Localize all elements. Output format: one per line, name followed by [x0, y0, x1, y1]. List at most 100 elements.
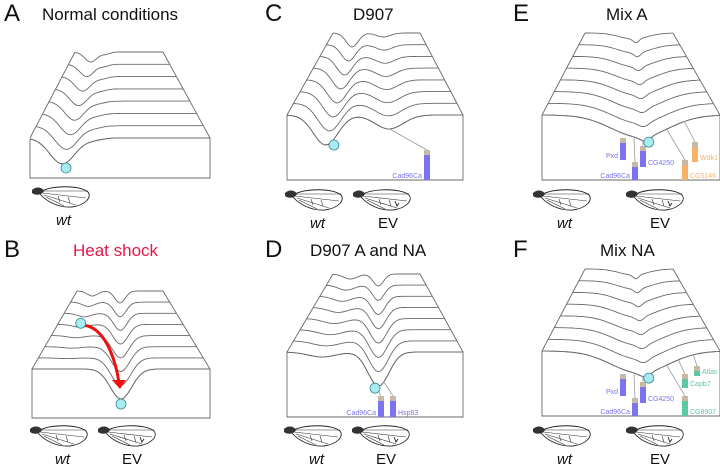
fly-body	[98, 426, 110, 434]
extra-vein	[393, 436, 399, 443]
landscape-contour	[77, 290, 163, 304]
fly-label-ev: EV	[378, 215, 399, 232]
extra-vein	[667, 200, 673, 207]
fly-label-wt: wt	[557, 451, 572, 468]
wing-outline	[291, 425, 342, 447]
gene-peg-cap	[692, 142, 698, 147]
landscape-contour	[566, 303, 694, 322]
wing-veins	[635, 193, 682, 210]
gene-string	[666, 364, 686, 397]
crossveins	[55, 434, 69, 443]
fly-wing-wt	[533, 425, 591, 447]
gene-string	[383, 381, 394, 397]
landscape-right-edge	[419, 32, 464, 116]
wing-veins	[362, 193, 409, 210]
gene-bar	[620, 143, 626, 160]
gene-string	[633, 372, 636, 399]
wing-outline	[540, 189, 591, 211]
fly-wing-wt	[285, 189, 343, 211]
ball-state	[643, 136, 655, 148]
ball-state	[328, 139, 340, 151]
landscape-contour	[319, 55, 433, 76]
landscape-contour	[68, 63, 170, 78]
wing-outline	[105, 425, 156, 447]
panel-letter: D	[265, 236, 283, 263]
landscape-contour	[51, 335, 190, 359]
landscape-contour	[572, 292, 687, 308]
landscape-contour	[36, 125, 204, 150]
gene-bar	[640, 387, 646, 403]
wing-outline	[359, 425, 410, 447]
landscape-contour	[332, 32, 420, 48]
landscape-contour	[326, 284, 427, 301]
fly-label-ev: EV	[122, 451, 143, 468]
fly-label-wt: wt	[55, 451, 70, 468]
arrow-head-icon	[112, 380, 126, 389]
gene-label: Hsp83	[398, 410, 418, 417]
landscape-contour	[542, 350, 720, 377]
landscape-right-edge	[672, 32, 720, 116]
landscape-contour	[74, 51, 163, 63]
fly-label-ev: EV	[650, 215, 671, 232]
landscape-contour	[286, 114, 463, 146]
landscape-contour	[542, 114, 720, 141]
landscape-contour	[293, 102, 457, 132]
extra-vein	[139, 436, 145, 443]
fly-body	[285, 190, 297, 198]
landscape-contour	[578, 44, 680, 58]
wing-veins	[293, 429, 340, 446]
gene-string	[678, 359, 686, 375]
landscape-contour	[554, 327, 707, 350]
epigenetic-landscape: Cad96Ca	[285, 32, 464, 211]
gene-peg-cap	[682, 374, 688, 379]
wing-outline	[540, 425, 591, 447]
wing-veins	[107, 429, 154, 446]
crossveins	[651, 434, 665, 443]
fly-body	[626, 426, 638, 434]
landscape-contour	[548, 102, 714, 128]
panel-title: D907 A and NA	[310, 241, 427, 260]
gene-peg-cap	[640, 146, 646, 151]
landscape-left-edge	[29, 51, 76, 139]
gene-bar	[390, 401, 396, 417]
gene-peg-cap	[620, 374, 626, 379]
panel-letter: B	[4, 236, 21, 263]
crossveins	[309, 434, 323, 443]
fly-wing-ev	[98, 425, 156, 447]
panel-title: Mix NA	[600, 241, 655, 260]
transition-arrow	[84, 323, 121, 384]
landscape-contour	[578, 280, 680, 294]
fly-body	[284, 426, 296, 434]
landscape-contour	[55, 88, 184, 107]
landscape-contour	[313, 306, 439, 330]
fly-body	[353, 190, 365, 198]
ball-initial	[75, 317, 87, 329]
wing-veins	[542, 193, 589, 210]
panel-letter: A	[4, 0, 21, 27]
crossveins	[123, 434, 137, 443]
landscape-contour	[300, 329, 451, 358]
landscape-front-face	[31, 368, 211, 419]
landscape-contour	[300, 91, 451, 118]
panel-letter: E	[513, 0, 530, 27]
panel-letter: F	[513, 236, 528, 263]
wing-outline	[37, 425, 88, 447]
panel-c: C D907 Cad96Ca wt EV	[240, 0, 480, 236]
gene-bar	[620, 379, 626, 396]
gene-peg-cap	[682, 160, 688, 165]
fly-label-wt: wt	[56, 212, 71, 229]
wing-outline	[292, 189, 343, 211]
crossveins	[558, 198, 572, 207]
fly-label-ev: EV	[650, 451, 671, 468]
landscape-contour	[560, 315, 700, 336]
gene-peg-cap	[682, 396, 688, 401]
fly-wing-wt	[533, 189, 591, 211]
gene-bar	[692, 147, 698, 162]
gene-bar	[632, 167, 638, 180]
gene-label: Capb7	[690, 381, 711, 388]
gene-string	[692, 354, 698, 367]
